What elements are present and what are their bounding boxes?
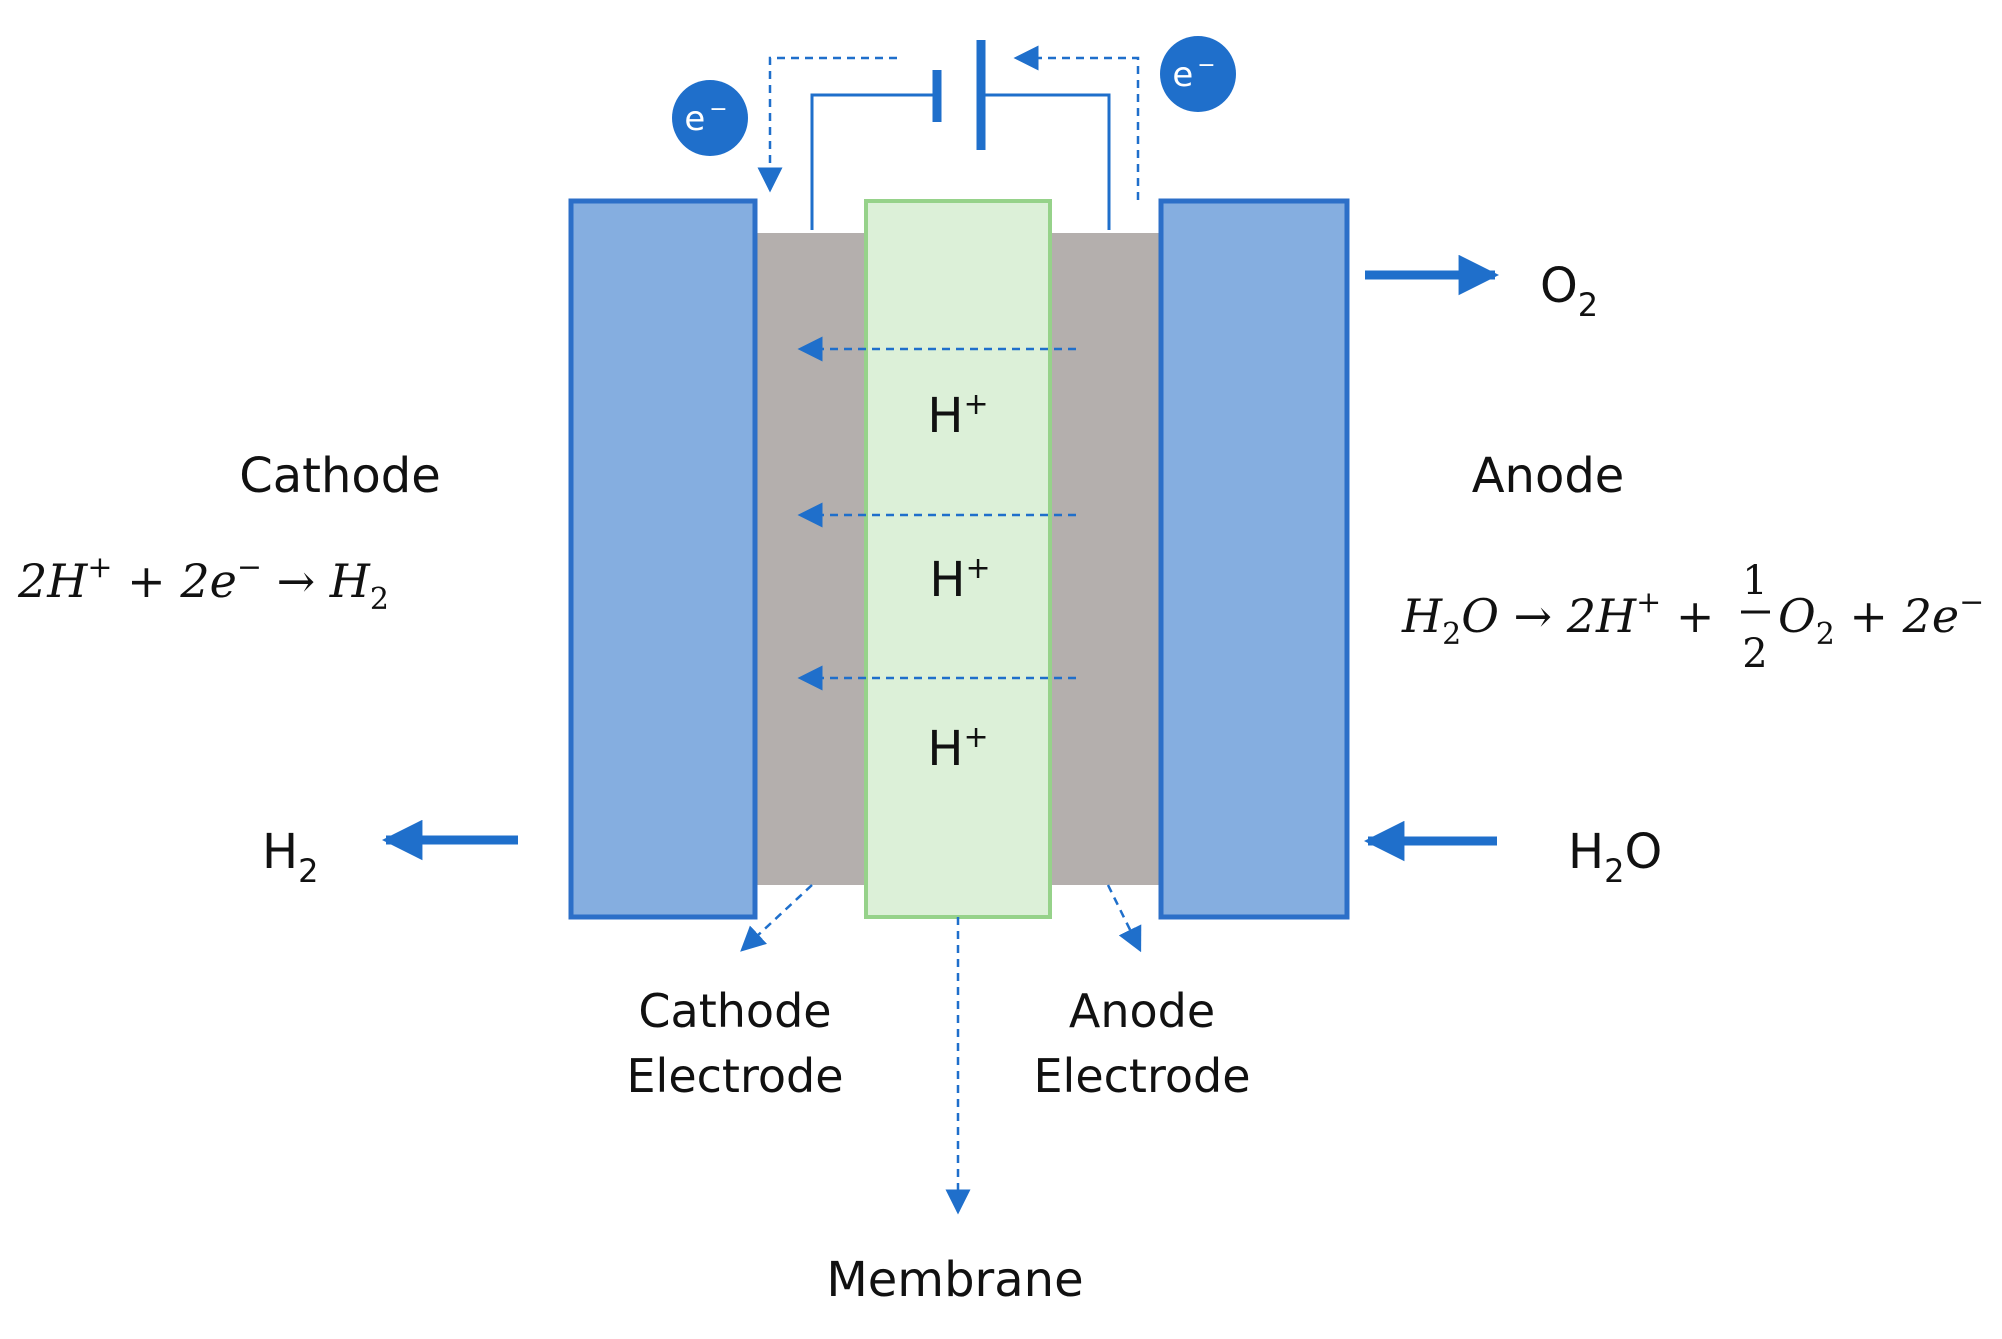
cathode-electrode — [755, 233, 867, 885]
electron-badge-right: e− — [1160, 36, 1236, 112]
hydrogen-label: H2 — [262, 824, 318, 890]
proton-label: H+ — [927, 387, 988, 444]
circuit-wire-right — [982, 93, 1111, 230]
electron-charge: − — [1197, 53, 1215, 78]
fraction-denominator: 2 — [1742, 631, 1767, 677]
membrane-label: Membrane — [826, 1252, 1083, 1308]
proton-label: H+ — [927, 720, 988, 777]
svg-text:e−: e− — [684, 97, 727, 139]
cathode-title: Cathode — [239, 448, 441, 504]
svg-text:O2 + 2e−: O2 + 2e− — [1778, 585, 1984, 652]
membrane — [864, 199, 1052, 919]
cathode-electrode-label-line2: Electrode — [626, 1049, 843, 1103]
svg-text:H2O → 2H+ +: H2O → 2H+ + — [1401, 585, 1714, 652]
electron-badge-left: e− — [672, 80, 748, 156]
anode-title: Anode — [1472, 448, 1625, 504]
electron-label: e — [1172, 55, 1193, 95]
electron-flow-right-arrow — [1013, 45, 1140, 200]
cathode-equation: 2H+ + 2e− → H2 — [17, 550, 389, 617]
svg-text:e−: e− — [1172, 53, 1215, 95]
circuit-wire-left — [810, 93, 935, 230]
anode-electrode — [1049, 233, 1161, 885]
cathode-electrode-pointer — [740, 884, 813, 952]
proton-label: H+ — [929, 551, 990, 608]
cathode-plate — [568, 198, 758, 920]
oxygen-label: O2 — [1540, 258, 1598, 324]
anode-plate — [1158, 198, 1350, 920]
anode-electrode-pointer — [1106, 884, 1142, 953]
anode-electrode-label-line2: Electrode — [1033, 1049, 1250, 1103]
electron-flow-left-arrow — [757, 56, 897, 193]
anode-electrode-label-line1: Anode — [1069, 984, 1215, 1038]
electron-label: e — [684, 99, 705, 139]
anode-equation: H2O → 2H+ + 1 2 O2 + 2e− — [1401, 558, 1984, 677]
electron-charge: − — [709, 97, 727, 122]
water-label: H2O — [1568, 824, 1662, 890]
fraction-numerator: 1 — [1742, 558, 1767, 604]
cathode-electrode-label-line1: Cathode — [638, 984, 831, 1038]
